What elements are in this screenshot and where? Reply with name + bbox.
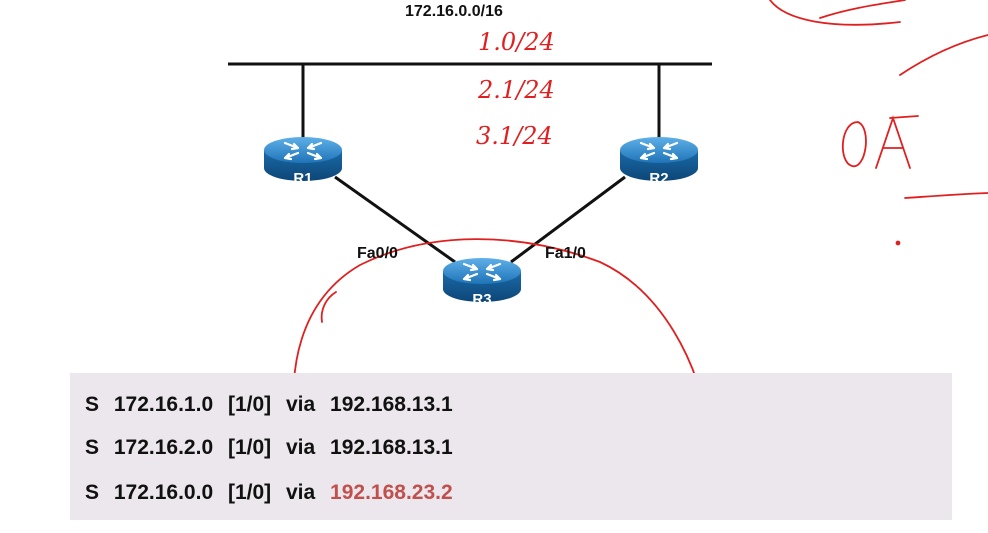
annotation-scribble-top xyxy=(769,0,906,26)
annotation-line-right xyxy=(904,192,988,199)
route-next-hop: 192.168.13.1 xyxy=(330,393,453,416)
route-network: 172.16.0.0 xyxy=(113,481,214,504)
route-code: S xyxy=(85,481,100,504)
route-metric: [1/0] xyxy=(227,393,272,416)
router-label-r1: R1 xyxy=(293,170,312,187)
route-via: via xyxy=(286,436,316,459)
routing-table: S 172.16.1.0 [1/0] via 192.168.13.1 S 17… xyxy=(70,373,952,520)
route-network: 172.16.2.0 xyxy=(113,436,214,459)
note-2: 2.1/24 xyxy=(477,76,555,104)
annotation-oa xyxy=(841,115,919,169)
network-label: 172.16.0.0/16 xyxy=(405,3,503,20)
route-row: S 172.16.2.0 [1/0] via 192.168.13.1 xyxy=(85,436,453,460)
route-metric: [1/0] xyxy=(227,436,272,459)
router-r1[interactable] xyxy=(264,137,342,181)
route-metric: [1/0] xyxy=(227,481,272,504)
interface-label-fa0-0: Fa0/0 xyxy=(357,245,398,262)
route-via: via xyxy=(286,481,316,504)
router-arrows-icon xyxy=(462,262,502,282)
router-r2[interactable] xyxy=(620,137,698,181)
note-3: 3.1/24 xyxy=(476,122,553,150)
route-row: S 172.16.0.0 [1/0] via 192.168.23.2 xyxy=(85,481,453,505)
annotation-curve-right xyxy=(899,34,988,76)
annotation-dot xyxy=(895,240,901,246)
router-r3[interactable] xyxy=(443,258,521,302)
router-arrows-icon xyxy=(283,141,323,161)
route-code: S xyxy=(85,393,100,416)
route-via: via xyxy=(286,393,316,416)
note-1: 1.0/24 xyxy=(478,28,555,56)
handwritten-annotations xyxy=(292,0,988,441)
link-r2-r3 xyxy=(510,175,626,264)
route-code: S xyxy=(85,436,100,459)
route-row: S 172.16.1.0 [1/0] via 192.168.13.1 xyxy=(85,393,453,417)
route-network: 172.16.1.0 xyxy=(113,393,214,416)
link-r1-r3 xyxy=(334,175,456,264)
router-arrows-icon xyxy=(639,141,679,161)
route-next-hop: 192.168.23.2 xyxy=(330,481,453,504)
interface-label-fa1-0: Fa1/0 xyxy=(545,245,586,262)
router-label-r3: R3 xyxy=(472,291,491,308)
route-next-hop: 192.168.13.1 xyxy=(330,436,453,459)
router-label-r2: R2 xyxy=(649,170,668,187)
handwritten-notes: 1.0/24 2.1/24 3.1/24 xyxy=(476,28,555,150)
annotation-tick xyxy=(320,291,337,323)
annotation-arc xyxy=(292,238,711,441)
